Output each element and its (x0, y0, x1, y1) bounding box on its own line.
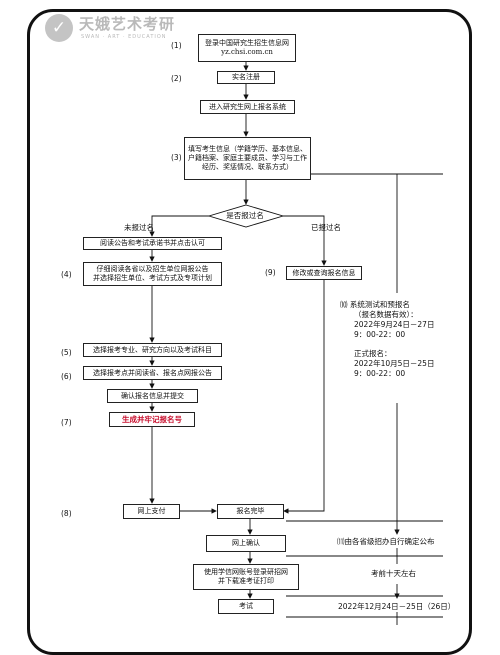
confirm-info-box: 确认报名信息并提交 (107, 389, 198, 403)
login-box: 登录中国研究生招生信息网 yz.chsi.com.cn (198, 34, 296, 62)
confirm-schedule-text: 由各省级招办自行确定公布 (344, 537, 435, 546)
print-ticket-box: 使用学信网账号登录研招网 并下载准考证打印 (193, 564, 299, 590)
label-registered: 已报过名 (311, 223, 341, 232)
step-number-8: (8) (61, 509, 72, 518)
read-school-line1: 仔细阅读各省以及招生单位网报公告 (96, 265, 209, 273)
formal-title: 正式报名： (354, 349, 392, 358)
step-number-11: ⑾ (337, 537, 345, 546)
modify-info-box: 修改或查询报名信息 (286, 266, 362, 280)
read-school-line2: 并选择招生单位、考试方式及专项计划 (93, 274, 212, 282)
step-number-4: (4) (61, 270, 72, 279)
note-pre-registration: ⑽ 系统测试和预报名 （报名数据有效）： 2022年9月24日－27日 9：00… (339, 300, 436, 379)
step-number-5: (5) (61, 348, 72, 357)
branch-not-registered (149, 215, 209, 237)
pre-reg-paren: （报名数据有效）： (354, 310, 418, 319)
swan-logo-icon: ✓ (45, 14, 73, 42)
realname-box: 实名注册 (217, 71, 275, 84)
label-not-registered: 未报过名 (124, 223, 154, 232)
select-major-box: 选择报考专业、研究方向以及考试科目 (83, 343, 222, 357)
modify-to-done (283, 280, 325, 514)
print-ticket-line2: 并下载准考证打印 (218, 577, 274, 585)
logo-brand: 天娥艺术考研 (79, 15, 176, 33)
login-box-line1: 登录中国研究生招生信息网 (205, 39, 289, 47)
formal-time: 9：00-22：00 (354, 369, 406, 378)
logo-tagline: SWAN · ART · EDUCATION (81, 34, 167, 40)
note-before-exam: 考前十天左右 (370, 569, 417, 579)
step-number-6: (6) (61, 372, 72, 381)
online-confirm-box: 网上确认 (206, 535, 286, 552)
decision-label: 是否报过名 (226, 211, 264, 220)
read-school-box: 仔细阅读各省以及招生单位网报公告 并选择招生单位、考试方式及专项计划 (83, 262, 222, 286)
formal-dates: 2022年10月5日－25日 (354, 359, 435, 368)
print-ticket-line1: 使用学信网账号登录研招网 (204, 568, 288, 576)
exam-box: 考试 (218, 599, 274, 614)
read-notice-box: 阅读公告和考试承诺书并点击认可 (83, 237, 222, 250)
step-number-1: (1) (171, 41, 182, 50)
step-number-9: (9) (265, 268, 276, 277)
decision-diamond (207, 204, 285, 228)
step-number-10: ⑽ (340, 300, 348, 309)
select-site-box: 选择报考点并阅读省、报名点网报公告 (83, 366, 222, 380)
pre-reg-title: 系统测试和预报名 (349, 300, 410, 309)
step-number-2: (2) (171, 74, 182, 83)
reg-done-box: 报名完毕 (217, 504, 284, 519)
pre-reg-dates: 2022年9月24日－27日 (354, 320, 435, 329)
note-confirm-schedule: ⑾由各省级招办自行确定公布 (336, 537, 436, 547)
pay-online-box: 网上支付 (123, 504, 180, 519)
pre-reg-time: 9：00-22：00 (354, 330, 406, 339)
logo-watermark: ✓ 天娥艺术考研 SWAN · ART · EDUCATION (45, 13, 195, 47)
step-number-7: (7) (61, 418, 72, 427)
fill-info-box: 填写考生信息（学籍学历、基本信息、户籍档案、家庭主要成员、学习与工作经历、奖惩情… (184, 137, 311, 180)
enter-system-box: 进入研究生网上报名系统 (200, 100, 295, 114)
login-box-line2: yz.chsi.com.cn (221, 48, 273, 56)
note-exam-dates: 2022年12月24日－25日（26日） (337, 602, 457, 612)
generate-number-box: 生成并牢记报名号 (109, 412, 195, 427)
step-number-3: (3) (171, 153, 182, 162)
branch-registered (283, 215, 327, 266)
